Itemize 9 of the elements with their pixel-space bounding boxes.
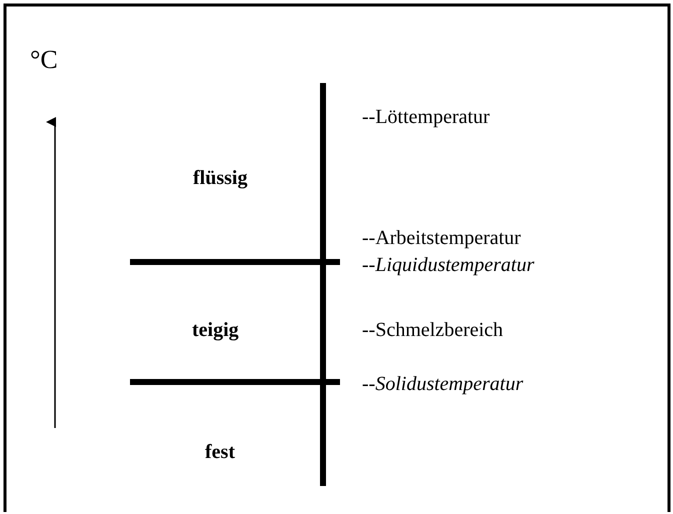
unit-label: °C	[30, 47, 58, 73]
range-label: --Schmelzbereich	[362, 320, 504, 340]
temperature-label: --Arbeitstemperatur	[362, 228, 521, 248]
temperature-label: --Solidustemperatur	[362, 374, 524, 394]
temperature-label: --Liquidustemperatur	[362, 255, 534, 275]
phase-label: flüssig	[193, 168, 248, 188]
phase-label: teigig	[192, 320, 239, 340]
temperature-label: --Löttemperatur	[362, 107, 490, 127]
phase-label: fest	[205, 442, 235, 462]
